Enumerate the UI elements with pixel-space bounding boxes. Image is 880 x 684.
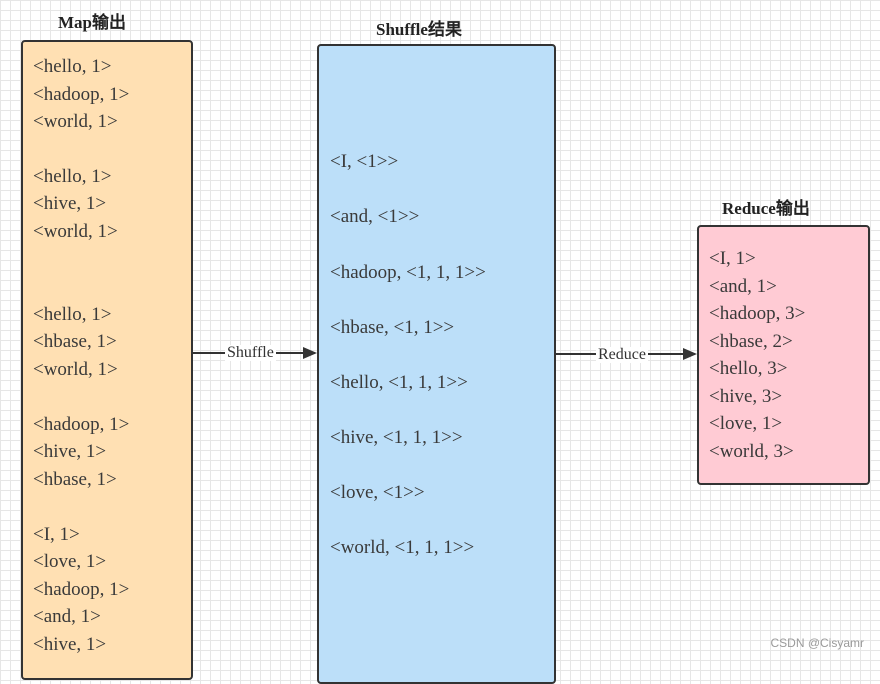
map-line: <hello, 1> xyxy=(33,56,112,77)
reduce-line: <hbase, 2> xyxy=(709,331,793,352)
watermark: CSDN @Cisyamr xyxy=(770,636,864,650)
shuffle-line: <hbase, <1, 1>> xyxy=(330,317,455,338)
reduce-output-box xyxy=(697,225,870,485)
map-line: <hive, 1> xyxy=(33,441,107,462)
map-line: <world, 1> xyxy=(33,221,118,242)
map-line: <love, 1> xyxy=(33,551,107,572)
shuffle-line: <world, <1, 1, 1>> xyxy=(330,537,475,558)
shuffle-line: <hive, <1, 1, 1>> xyxy=(330,427,463,448)
reduce-line: <world, 3> xyxy=(709,441,794,462)
map-output-title: Map输出 xyxy=(58,13,126,32)
map-line: <I, 1> xyxy=(33,524,80,545)
reduce-output-title: Reduce输出 xyxy=(722,199,810,218)
reduce-line: <hello, 3> xyxy=(709,358,788,379)
map-line: <hbase, 1> xyxy=(33,469,117,490)
map-line: <world, 1> xyxy=(33,111,118,132)
map-line: <hello, 1> xyxy=(33,166,112,187)
map-line: <world, 1> xyxy=(33,359,118,380)
map-line: <hadoop, 1> xyxy=(33,414,130,435)
arrowhead-icon xyxy=(683,348,697,360)
shuffle-line: <I, <1>> xyxy=(330,151,399,172)
reduce-line: <love, 1> xyxy=(709,413,783,434)
map-line: <hbase, 1> xyxy=(33,331,117,352)
reduce-line: <hive, 3> xyxy=(709,386,783,407)
map-line: <hello, 1> xyxy=(33,304,112,325)
reduce-line: <I, 1> xyxy=(709,248,756,269)
reduce-line: <hadoop, 3> xyxy=(709,303,806,324)
shuffle-result-title: Shuffle结果 xyxy=(376,20,462,39)
map-output-box xyxy=(21,40,193,680)
reduce-line: <and, 1> xyxy=(709,276,777,297)
map-line: <hive, 1> xyxy=(33,634,107,655)
shuffle-line: <and, <1>> xyxy=(330,206,420,227)
shuffle-result-box xyxy=(317,44,556,684)
map-line: <hive, 1> xyxy=(33,193,107,214)
shuffle-arrow-label: Shuffle xyxy=(225,344,276,361)
map-line: <hadoop, 1> xyxy=(33,84,130,105)
arrowhead-icon xyxy=(303,347,317,359)
map-line: <and, 1> xyxy=(33,606,101,627)
shuffle-line: <hadoop, <1, 1, 1>> xyxy=(330,262,486,283)
shuffle-line: <love, <1>> xyxy=(330,482,425,503)
shuffle-line: <hello, <1, 1, 1>> xyxy=(330,372,468,393)
reduce-arrow-label: Reduce xyxy=(596,346,648,363)
map-line: <hadoop, 1> xyxy=(33,579,130,600)
